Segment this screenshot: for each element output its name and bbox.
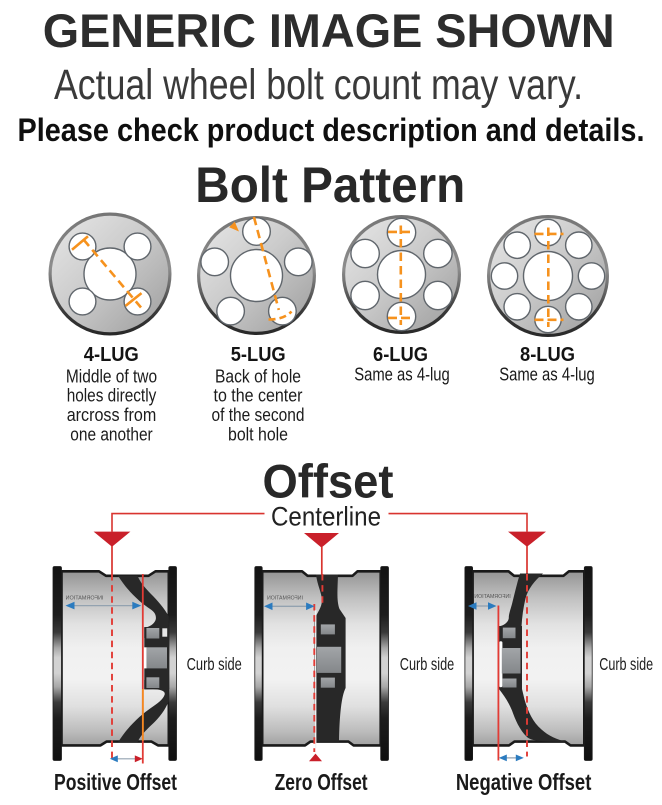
- svg-text:Middle of two: Middle of two: [66, 365, 157, 386]
- svg-text:Positive Offset: Positive Offset: [54, 769, 177, 795]
- svg-text:GENERIC IMAGE SHOWN: GENERIC IMAGE SHOWN: [43, 5, 615, 58]
- svg-text:to the center: to the center: [214, 385, 303, 406]
- svg-text:4-LUG: 4-LUG: [84, 343, 139, 366]
- svg-text:INFORMATION: INFORMATION: [474, 594, 511, 600]
- svg-text:of the second: of the second: [212, 404, 305, 425]
- svg-text:INFORMATION: INFORMATION: [66, 596, 104, 602]
- svg-text:INFORMATION: INFORMATION: [267, 596, 303, 602]
- svg-text:Please check product descripti: Please check product description and det…: [18, 112, 645, 148]
- svg-text:Back of hole: Back of hole: [215, 365, 301, 386]
- svg-text:5-LUG: 5-LUG: [231, 343, 286, 366]
- svg-text:8-LUG: 8-LUG: [520, 343, 575, 366]
- svg-text:Negative Offset: Negative Offset: [456, 769, 592, 795]
- svg-text:Zero Offset: Zero Offset: [275, 769, 368, 795]
- svg-text:Same as 4-lug: Same as 4-lug: [499, 364, 595, 385]
- svg-text:Bolt Pattern: Bolt Pattern: [195, 157, 465, 213]
- svg-text:6-LUG: 6-LUG: [373, 343, 428, 366]
- svg-text:Actual wheel bolt count may va: Actual wheel bolt count may vary.: [54, 61, 583, 109]
- svg-text:holes directly: holes directly: [67, 385, 157, 406]
- svg-text:Same as 4-lug: Same as 4-lug: [354, 364, 450, 385]
- svg-text:Centerline: Centerline: [271, 502, 381, 532]
- svg-text:bolt hole: bolt hole: [228, 424, 288, 445]
- svg-text:Curb side: Curb side: [599, 654, 653, 674]
- svg-text:arcross from: arcross from: [67, 404, 157, 425]
- svg-text:Curb side: Curb side: [187, 654, 242, 674]
- svg-text:one another: one another: [70, 424, 152, 445]
- svg-text:Curb side: Curb side: [400, 654, 455, 674]
- svg-text:Offset: Offset: [263, 455, 394, 508]
